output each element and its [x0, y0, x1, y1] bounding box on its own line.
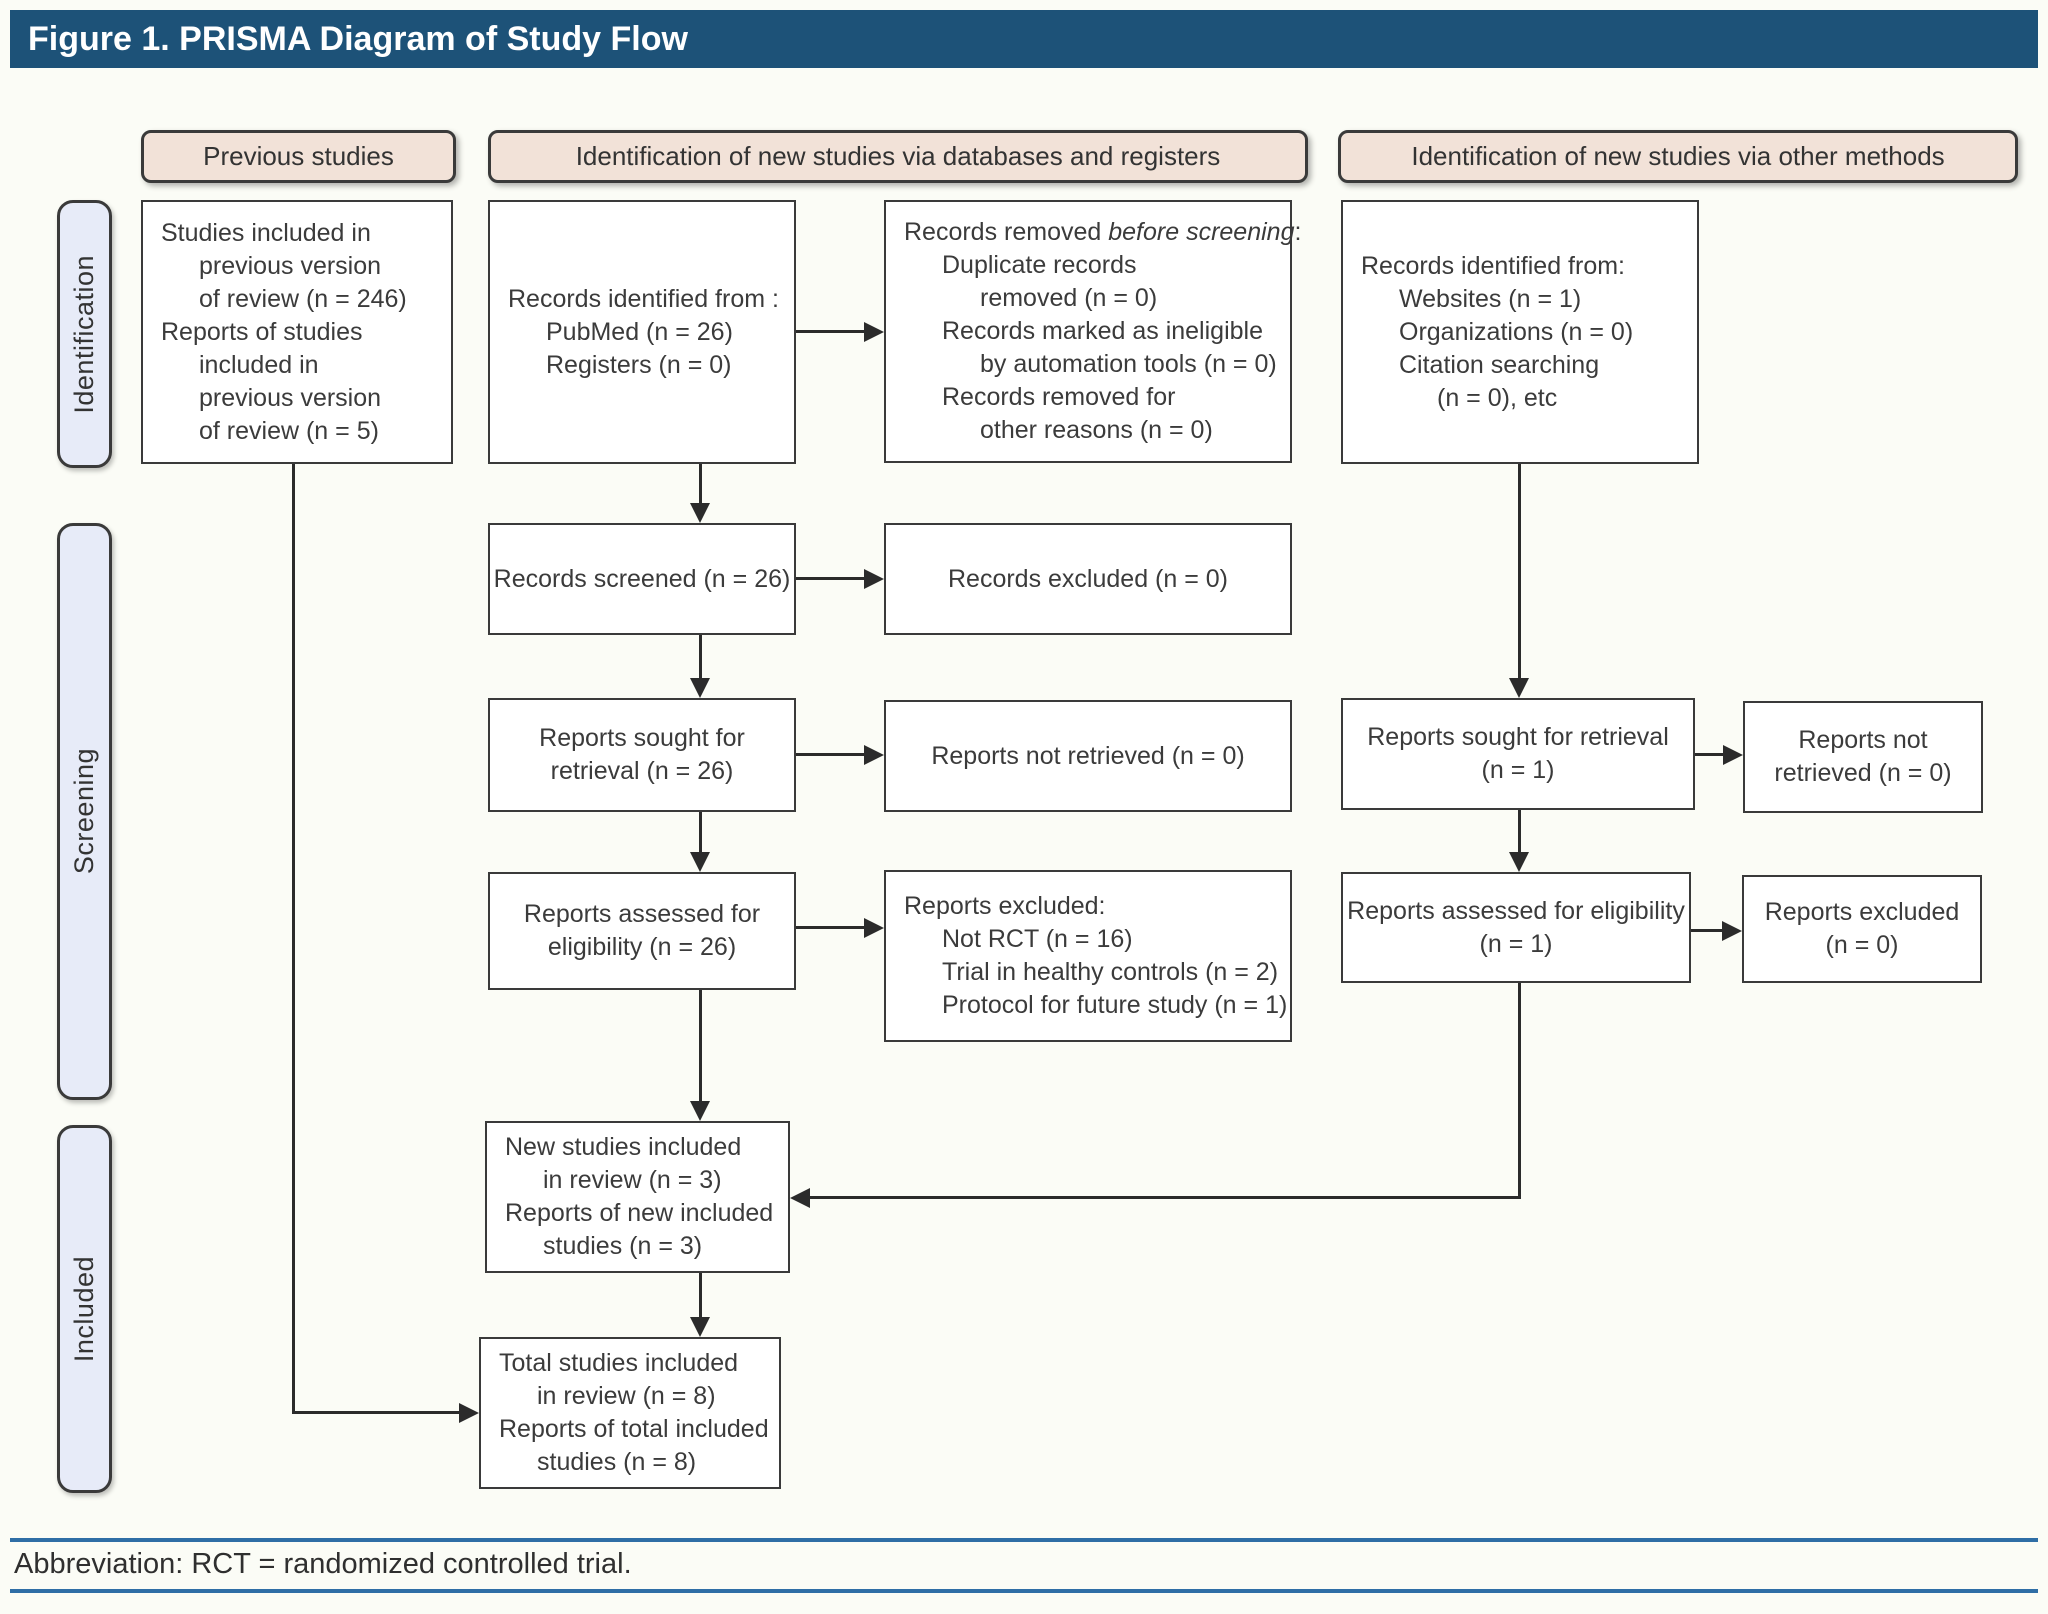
box-records-screened: Records screened (n = 26)	[488, 523, 796, 635]
box-records-excluded: Records excluded (n = 0)	[884, 523, 1292, 635]
box-line: Studies included in	[161, 218, 371, 247]
box-line: Records excluded (n = 0)	[947, 564, 1228, 593]
box-total-studies-included: Total studies included in review (n = 8)…	[479, 1337, 781, 1489]
box-line: Reports excluded	[1764, 898, 1960, 926]
box-reports-not-retrieved-other: Reports not retrieved (n = 0)	[1743, 701, 1983, 813]
box-line: Reports not retrieved (n = 0)	[931, 741, 1245, 770]
box-line: (n = 0), etc	[1437, 383, 1558, 412]
box-line: Protocol for future study (n = 1)	[942, 991, 1288, 1019]
box-line: by automation tools (n = 0)	[980, 350, 1277, 378]
box-line: included in	[199, 350, 319, 379]
stage-label-included: Included	[57, 1125, 112, 1493]
box-reports-assessed-other: Reports assessed for eligibility (n = 1)	[1341, 872, 1691, 983]
box-line: Records identified from:	[1361, 251, 1626, 280]
box-line: Reports excluded:	[904, 892, 1106, 920]
box-line: (n = 1)	[1481, 756, 1555, 784]
box-line: Registers (n = 0)	[546, 350, 732, 379]
column-header-label: Identification of new studies via other …	[1411, 141, 1945, 171]
box-line: previous version	[199, 383, 382, 412]
box-line: Reports of new included	[505, 1199, 774, 1227]
footer-rule-bottom	[10, 1589, 2038, 1593]
box-records-removed-before-screening: Records removed before screening: Duplic…	[884, 200, 1301, 463]
box-line: Reports sought for	[539, 724, 745, 752]
box-reports-sought-databases: Reports sought for retrieval (n = 26)	[488, 698, 796, 812]
box-new-studies-included: New studies included in review (n = 3) R…	[485, 1121, 790, 1273]
figure-title-bar: Figure 1. PRISMA Diagram of Study Flow	[10, 10, 2038, 68]
box-previous-studies: Studies included in previous version of …	[141, 200, 453, 464]
box-line: in review (n = 8)	[537, 1382, 716, 1410]
box-line: retrieved (n = 0)	[1774, 759, 1952, 787]
box-line: Duplicate records	[942, 251, 1137, 279]
column-header-databases-registers: Identification of new studies via databa…	[488, 130, 1308, 183]
box-line: Not RCT (n = 16)	[942, 925, 1133, 953]
box-line: New studies included	[505, 1133, 742, 1161]
column-header-previous-studies: Previous studies	[141, 130, 456, 183]
box-line: PubMed (n = 26)	[546, 317, 733, 346]
box-line: Reports assessed for eligibility	[1347, 896, 1685, 925]
box-line: Reports not	[1798, 726, 1928, 754]
box-line: Websites (n = 1)	[1399, 284, 1582, 313]
stage-label-screening: Screening	[57, 523, 112, 1100]
footer-rule-top	[10, 1538, 2038, 1542]
box-line: Total studies included	[499, 1349, 739, 1377]
box-line: (n = 0)	[1825, 931, 1899, 959]
box-line: studies (n = 3)	[543, 1232, 703, 1260]
box-line: Records screened (n = 26)	[493, 564, 791, 593]
box-line: in review (n = 3)	[543, 1166, 722, 1194]
box-reports-sought-other: Reports sought for retrieval (n = 1)	[1341, 698, 1695, 810]
box-line: Organizations (n = 0)	[1399, 317, 1634, 346]
box-line: previous version	[199, 251, 382, 280]
box-line: Records marked as ineligible	[942, 317, 1263, 345]
column-header-label: Previous studies	[203, 141, 394, 171]
box-records-identified-databases: Records identified from : PubMed (n = 26…	[488, 200, 796, 464]
box-line: Reports sought for retrieval	[1367, 723, 1669, 751]
box-line: eligibility (n = 26)	[547, 933, 737, 961]
box-line: (n = 1)	[1479, 929, 1553, 958]
box-line: Records removed before screening:	[904, 218, 1302, 246]
box-line: Citation searching	[1399, 350, 1600, 379]
box-line: Reports of studies	[161, 317, 363, 346]
box-line: retrieval (n = 26)	[550, 757, 734, 785]
box-line: other reasons (n = 0)	[980, 416, 1213, 444]
column-header-other-methods: Identification of new studies via other …	[1338, 130, 2018, 183]
box-records-identified-other: Records identified from: Websites (n = 1…	[1341, 200, 1699, 464]
box-reports-excluded-databases: Reports excluded: Not RCT (n = 16) Trial…	[884, 870, 1292, 1042]
box-line: Reports assessed for	[523, 900, 761, 928]
box-line: of review (n = 5)	[199, 416, 379, 445]
stage-label-identification: Identification	[57, 200, 112, 468]
box-reports-excluded-other: Reports excluded (n = 0)	[1742, 875, 1982, 983]
box-line: Trial in healthy controls (n = 2)	[942, 958, 1279, 986]
abbreviation-note: Abbreviation: RCT = randomized controlle…	[14, 1548, 632, 1580]
box-line: Records identified from :	[508, 284, 779, 313]
box-line: of review (n = 246)	[199, 284, 407, 313]
column-header-label: Identification of new studies via databa…	[575, 141, 1221, 171]
figure-title: Figure 1. PRISMA Diagram of Study Flow	[28, 19, 688, 58]
box-line: removed (n = 0)	[980, 284, 1158, 312]
box-line: Records removed for	[942, 383, 1176, 411]
box-line: studies (n = 8)	[537, 1448, 697, 1476]
box-reports-not-retrieved-databases: Reports not retrieved (n = 0)	[884, 700, 1292, 812]
box-reports-assessed-databases: Reports assessed for eligibility (n = 26…	[488, 872, 796, 990]
box-line: Reports of total included	[499, 1415, 769, 1443]
